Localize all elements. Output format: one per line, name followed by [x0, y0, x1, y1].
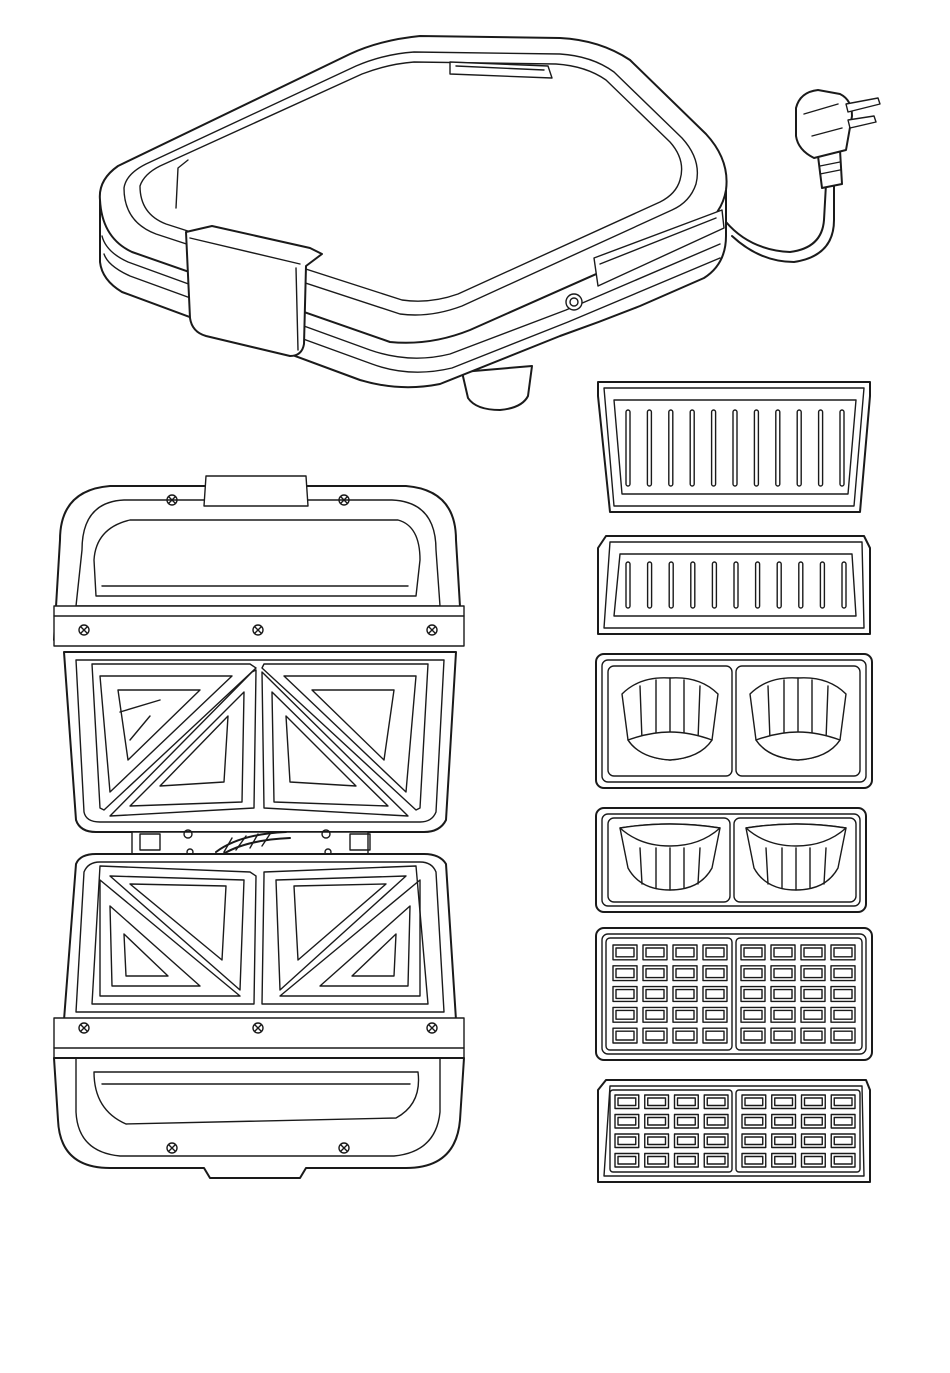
grill-ridge [777, 562, 781, 608]
grill-ridge [820, 562, 824, 608]
grill-ridge [626, 410, 630, 486]
grill-ridge [733, 410, 737, 486]
closed-sandwich-maker [100, 36, 727, 410]
open-sandwich-maker [54, 476, 464, 1178]
waffle-plate-1 [596, 928, 872, 1060]
grill-plate-1 [598, 382, 870, 512]
grill-ridge [669, 410, 673, 486]
grill-ridge [648, 562, 652, 608]
grill-ridge [647, 410, 651, 486]
grill-ridge [799, 562, 803, 608]
power-cord-plug [726, 90, 880, 262]
grill-ridge [754, 410, 758, 486]
grill-ridge [734, 562, 738, 608]
grill-ridge [819, 410, 823, 486]
grill-ridge [712, 562, 716, 608]
shell-cake-plate-1 [596, 654, 872, 788]
interchangeable-plate-set [596, 382, 872, 1182]
grill-ridge [669, 562, 673, 608]
grill-ridge [842, 562, 846, 608]
shell-cake-plate-2 [596, 808, 866, 912]
grill-ridge [690, 410, 694, 486]
grill-ridge [712, 410, 716, 486]
waffle-plate-2 [598, 1080, 870, 1182]
grill-ridge [797, 410, 801, 486]
grill-ridge [691, 562, 695, 608]
grill-ridge [626, 562, 630, 608]
grill-ridge [776, 410, 780, 486]
grill-ridge [840, 410, 844, 486]
grill-plate-2 [598, 536, 870, 634]
grill-ridge [756, 562, 760, 608]
